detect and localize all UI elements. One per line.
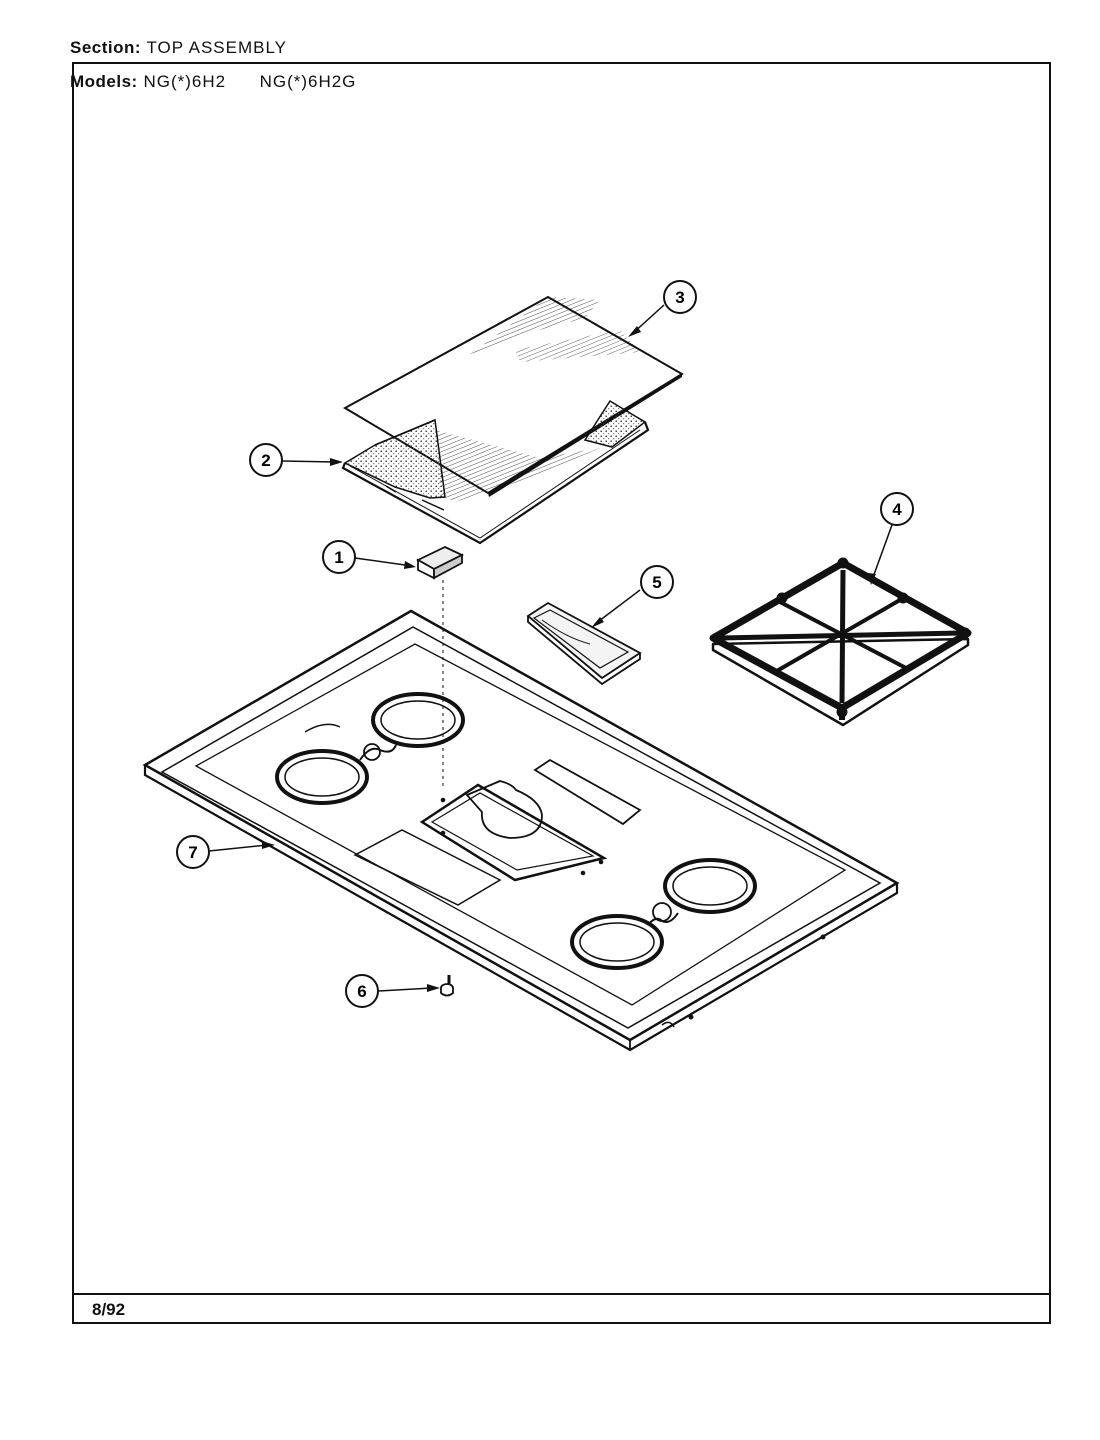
callout-4: 4 bbox=[868, 492, 914, 585]
burner-opening bbox=[371, 692, 465, 748]
burner-opening bbox=[663, 858, 757, 914]
callout-number: 6 bbox=[357, 982, 366, 1001]
footer-divider bbox=[72, 1293, 1051, 1295]
cooktop bbox=[142, 609, 900, 1052]
cap-insert bbox=[416, 546, 465, 790]
burner-opening bbox=[275, 749, 369, 805]
callout-6: 6 bbox=[345, 974, 440, 1008]
burner-opening bbox=[570, 914, 664, 970]
burner-grate bbox=[709, 557, 972, 727]
model-number: NG(*)6H2 bbox=[143, 72, 227, 91]
models-heading: Models: NG(*)6H2 NG(*)6H2G bbox=[70, 72, 356, 92]
revision-date: 8/92 bbox=[92, 1300, 126, 1319]
callout-number: 2 bbox=[261, 451, 270, 470]
callout-7: 7 bbox=[176, 835, 275, 869]
section-value: TOP ASSEMBLY bbox=[146, 38, 287, 57]
callout-number: 7 bbox=[188, 843, 197, 862]
section-heading: Section: TOP ASSEMBLY bbox=[70, 38, 287, 58]
callout-number: 5 bbox=[652, 573, 661, 592]
models-label: Models: bbox=[70, 72, 138, 91]
screw-plug bbox=[440, 975, 454, 997]
diagram-frame bbox=[72, 62, 1051, 1324]
callout-2: 2 bbox=[249, 443, 343, 477]
section-label: Section: bbox=[70, 38, 142, 57]
callout-5: 5 bbox=[591, 565, 674, 628]
model-number: NG(*)6H2G bbox=[259, 72, 357, 91]
callout-number: 1 bbox=[334, 548, 343, 567]
handle-trough bbox=[526, 601, 642, 686]
callout-1: 1 bbox=[322, 540, 416, 574]
callout-3: 3 bbox=[628, 280, 697, 337]
callout-number: 3 bbox=[675, 288, 684, 307]
cover-tray bbox=[341, 399, 650, 545]
callout-number: 4 bbox=[892, 500, 902, 519]
